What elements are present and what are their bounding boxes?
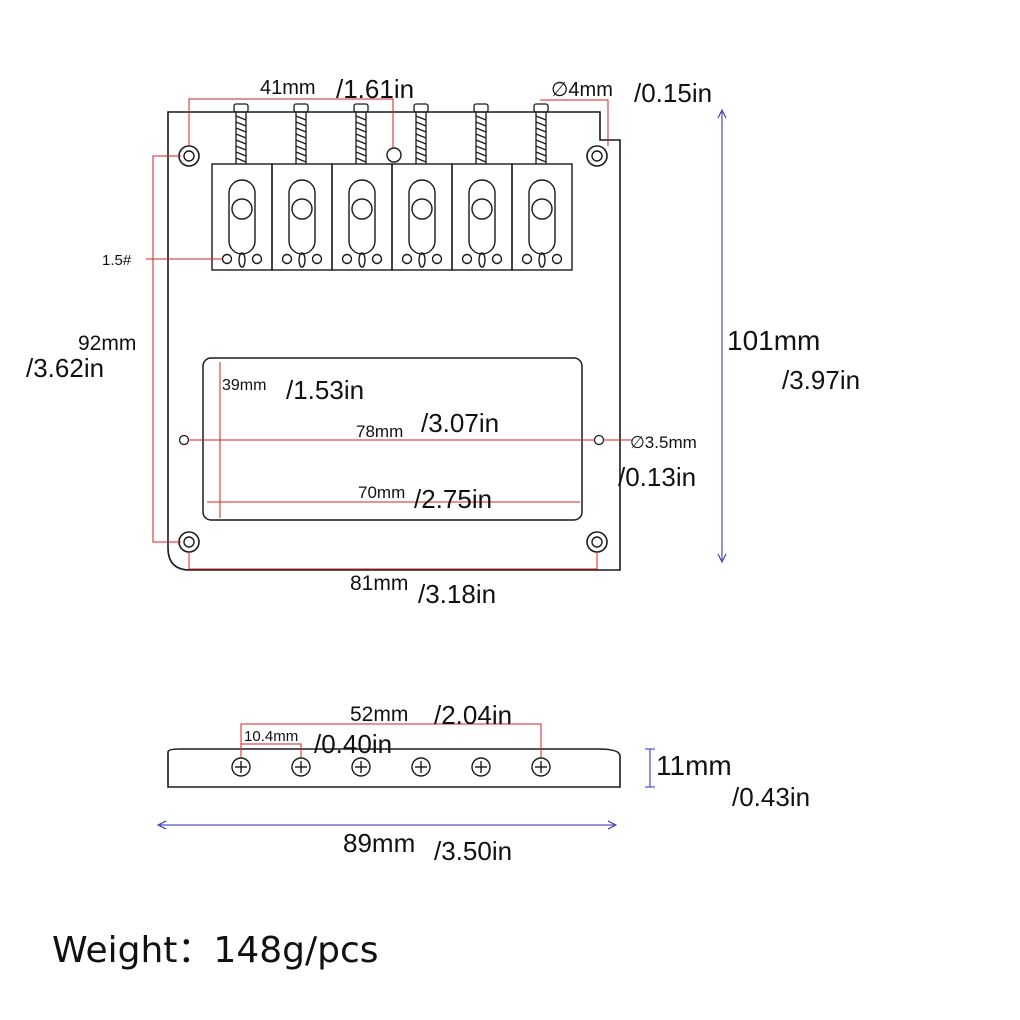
dim-line-52mm: [240, 723, 542, 757]
label-78mm: 78mm: [356, 422, 403, 441]
intonation-screw: [473, 103, 489, 164]
label-0_13in: /0.13in: [618, 462, 696, 492]
dim-line-11mm: [645, 748, 655, 788]
label-52mm: 52mm: [350, 703, 408, 726]
label-3_18in: /3.18in: [418, 579, 496, 609]
label-4mm: ∅4mm: [551, 79, 613, 101]
label-101mm: 101mm: [727, 325, 820, 356]
mounting-hole: [586, 145, 608, 167]
label-0_15in: /0.15in: [634, 78, 712, 108]
mounting-hole: [178, 531, 200, 553]
phillips-screw-icon: [411, 757, 431, 777]
label-2_04in: /2.04in: [434, 700, 512, 730]
dim-line-92mm: [152, 155, 181, 543]
mounting-hole: [386, 147, 402, 163]
label-3_07in: /3.07in: [421, 408, 499, 438]
saddle: [331, 163, 393, 271]
weight-label: Weight：148g/pcs: [52, 930, 379, 971]
dim-line-89mm: [156, 820, 618, 830]
label-10_4mm: 10.4mm: [244, 728, 298, 745]
saddle: [271, 163, 333, 271]
intonation-screw: [533, 103, 549, 164]
label-41mm: 41mm: [260, 77, 316, 99]
label-1_61in: /1.61in: [336, 74, 414, 104]
dim-leader-4mm: [540, 99, 609, 146]
mounting-hole: [586, 531, 608, 553]
label-1_53in: /1.53in: [286, 375, 364, 405]
dimension-labels: 41mm /1.61in ∅4mm /0.15in 1.5# 92mm /3.6…: [26, 74, 860, 971]
intonation-screw: [353, 103, 369, 164]
mounting-hole: [178, 145, 200, 167]
saddle: [511, 163, 573, 271]
pickup-opening: [202, 357, 583, 521]
bridge-top-view: [167, 103, 621, 571]
phillips-screw-icon: [531, 757, 551, 777]
pickup-mount-hole: [178, 434, 190, 446]
intonation-screw: [233, 103, 249, 164]
phillips-screw-icon: [231, 757, 251, 777]
label-3_50in: /3.50in: [434, 836, 512, 866]
side-profile-outline: [167, 748, 621, 788]
intonation-screw: [413, 103, 429, 164]
label-0_43in: /0.43in: [732, 782, 810, 812]
label-70mm: 70mm: [358, 483, 405, 502]
dim-line-81mm: [188, 552, 598, 570]
label-92mm: 92mm: [78, 332, 136, 355]
phillips-screw-icon: [291, 757, 311, 777]
label-11mm: 11mm: [656, 750, 732, 781]
bridge-plate-outline: [167, 111, 621, 571]
phillips-screw-icon: [351, 757, 371, 777]
side-screws: [231, 757, 551, 777]
bridge-side-view: [156, 723, 655, 830]
dim-line-41mm: [188, 98, 394, 148]
saddle: [391, 163, 453, 271]
label-0_40in: /0.40in: [314, 729, 392, 759]
label-39mm: 39mm: [222, 377, 266, 394]
dim-line-101mm: [717, 108, 727, 564]
phillips-screw-icon: [471, 757, 491, 777]
dimension-lines: [146, 98, 727, 570]
intonation-screws: [233, 103, 549, 164]
label-81mm: 81mm: [350, 572, 408, 595]
label-3_5mm: ∅3.5mm: [630, 433, 697, 452]
dim-line-10_4mm: [240, 743, 302, 757]
saddle: [211, 163, 273, 271]
side-dimension-lines: [156, 723, 655, 830]
saddles: [211, 163, 573, 271]
saddle: [451, 163, 513, 271]
label-screw-size: 1.5#: [102, 252, 132, 269]
label-3_97in: /3.97in: [782, 365, 860, 395]
pickup-mount-hole: [593, 434, 605, 446]
intonation-screw: [293, 103, 309, 164]
label-2_75in: /2.75in: [414, 484, 492, 514]
label-89mm: 89mm: [343, 828, 415, 858]
label-3_62in: /3.62in: [26, 353, 104, 383]
